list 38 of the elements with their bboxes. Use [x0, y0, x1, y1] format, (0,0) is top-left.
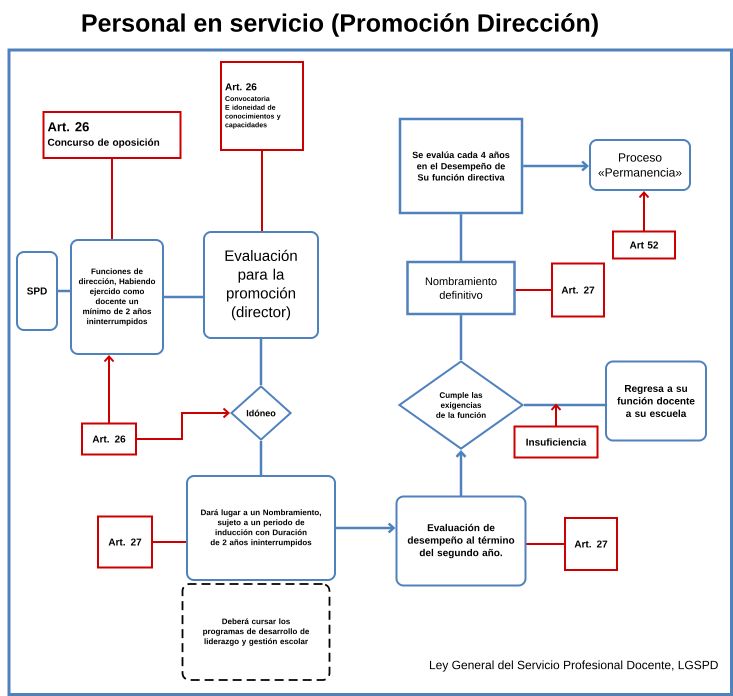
connector-line [260, 339, 262, 385]
process-box: Se evalúa cada 4 años en el Desempeño de Su función directiva [398, 118, 524, 214]
process-box: Regresa a su función docente a su escuela [605, 360, 707, 442]
process-box: Evaluación para la promoción (director) [203, 231, 319, 339]
note-box: Deberá cursar los programas de desarrollo de liderazgo y gestión escolar [182, 583, 330, 681]
connector-line [153, 541, 186, 543]
connector-line [460, 315, 462, 360]
connector-line [260, 441, 262, 475]
connector-line [111, 159, 113, 239]
process-box: Nombramiento definitivo [406, 260, 516, 316]
arrow [336, 522, 396, 534]
article-box: Insuficiencia [514, 426, 598, 458]
process-box: Proceso «Permanencia» [589, 139, 691, 191]
connector-line [261, 151, 263, 231]
source-note: Ley General del Servicio Profesional Docente, LGSPD [430, 660, 718, 672]
connector-line [460, 214, 462, 261]
arrow [104, 355, 114, 422]
connector-line [164, 296, 203, 298]
article-box: Art. 27 [97, 516, 153, 568]
article-box: Art. 27 [551, 262, 605, 318]
title: Personal en servicio (Promoción Dirección) [82, 13, 598, 37]
article-box: Art. 27 [564, 517, 618, 571]
article-box: Art. 26 [81, 422, 137, 456]
arrow [456, 450, 466, 496]
arrow [137, 408, 230, 440]
process-box: Evaluación de desempeño al término del segundo año. [396, 496, 526, 586]
article-box: Art 52 [612, 230, 676, 260]
connector-line [524, 404, 605, 406]
connector-line [516, 289, 551, 291]
process-box: Dará lugar a un Nombramiento, sujeto a un periodo de inducción con Duración de 2 años ininterrumpidos [186, 475, 336, 581]
connector-line [58, 290, 70, 292]
arrow [523, 160, 589, 172]
arrow [550, 404, 562, 426]
article-box: Art. 26 Concurso de oposición [42, 111, 182, 159]
process-box: Funciones de dirección, Habiendo ejercido como docente un mínimo de 2 años ininterrumpidos [70, 239, 164, 355]
arrow [638, 191, 650, 230]
connector-line [526, 543, 564, 545]
process-box: SPD [16, 251, 58, 331]
